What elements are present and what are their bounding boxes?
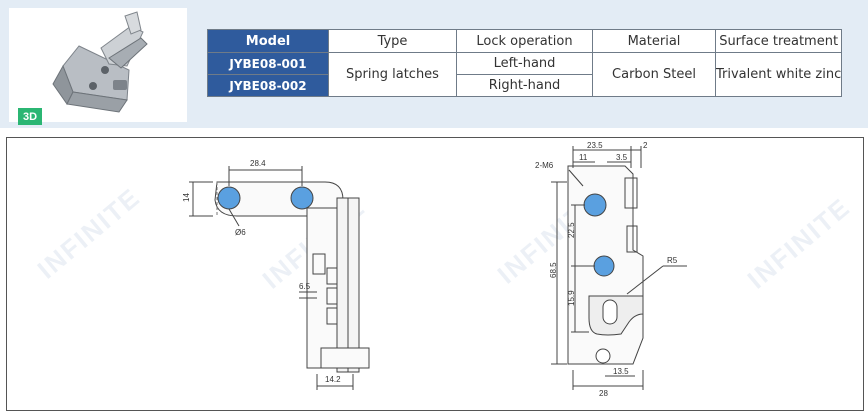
dim-v-total: 68.5 (549, 262, 558, 278)
technical-drawing: INFINITE INFINITE INFINITE INFINITE (6, 137, 864, 411)
dim-thread: 2-M6 (535, 161, 554, 170)
drawing-svg: 28.4 14 Ø6 6.5 14.2 23.5 2 2-M6 11 3.5 2… (182, 141, 687, 398)
dim-top-right: 2 (643, 141, 648, 150)
dim-width-top: 28.4 (250, 159, 266, 168)
dim-v-a: 22.5 (567, 222, 576, 238)
header-type: Type (328, 29, 457, 53)
latch-3d-render (52, 11, 148, 113)
dim-bottom: 14.2 (325, 375, 341, 384)
dim-bottom-total: 28 (599, 389, 608, 398)
header-lock-operation: Lock operation (456, 29, 593, 53)
dim-top-b: 3.5 (616, 153, 628, 162)
product-image: 3D (9, 8, 187, 125)
dim-offset: 6.5 (299, 282, 311, 291)
hole-middle (593, 255, 615, 277)
dim-height-left: 14 (182, 193, 191, 202)
badge-3d: 3D (18, 108, 42, 125)
surface-cell: Trivalent white zinc (714, 52, 843, 97)
material-cell: Carbon Steel (592, 52, 716, 97)
header-model: Model (207, 29, 329, 53)
hole-left (217, 186, 241, 210)
dim-bottom-a: 13.5 (613, 367, 629, 376)
lock-cell: Right-hand (456, 74, 593, 97)
model-cell: JYBE08-002 (207, 74, 329, 97)
hole-top (583, 193, 607, 217)
type-cell: Spring latches (328, 52, 457, 97)
dim-hole: Ø6 (235, 228, 246, 237)
hole-right (290, 186, 314, 210)
dim-v-b: 15.9 (567, 290, 576, 306)
spec-table: Model Type Lock operation Material Surfa… (207, 29, 843, 97)
dim-radius: R5 (667, 256, 678, 265)
dim-top-a: 11 (579, 153, 588, 162)
header-material: Material (592, 29, 716, 53)
lock-cell: Left-hand (456, 52, 593, 75)
dim-top-total: 23.5 (587, 141, 603, 150)
model-cell: JYBE08-001 (207, 52, 329, 75)
header-surface-treatment: Surface treatment (714, 29, 843, 53)
